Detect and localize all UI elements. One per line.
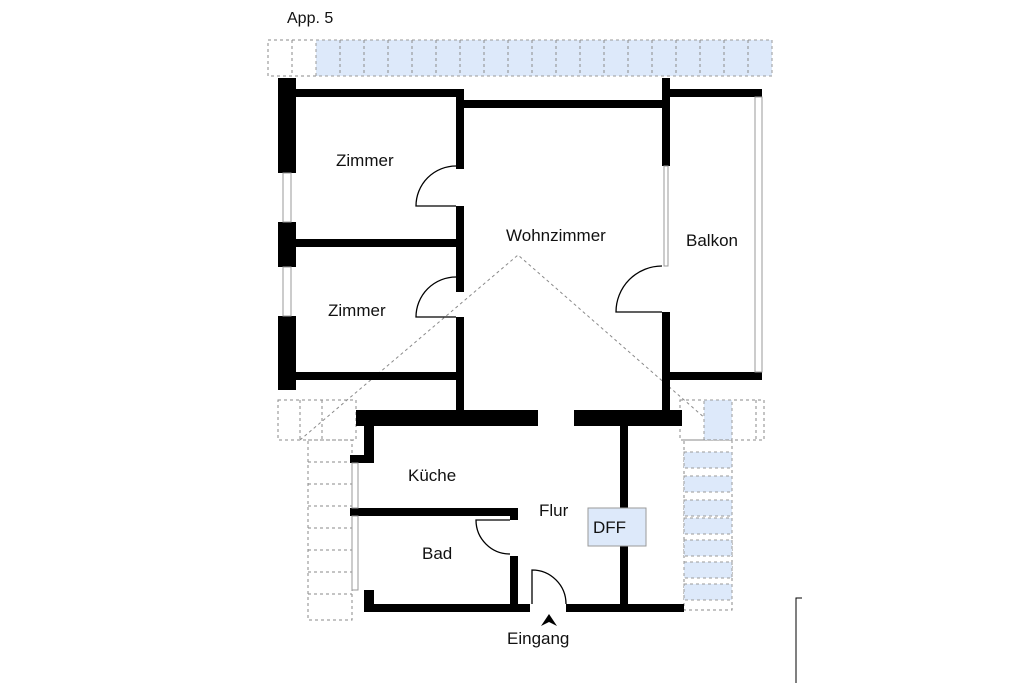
entrance-marker: Eingang xyxy=(507,614,569,648)
entrance-label: Eingang xyxy=(507,629,569,648)
room-label-kueche: Küche xyxy=(408,466,456,485)
bottom-right-mark xyxy=(795,597,802,683)
room-label-zimmer-1: Zimmer xyxy=(336,151,394,170)
dff-marker: DFF xyxy=(587,507,647,547)
roof-strip-left xyxy=(277,399,357,621)
windows xyxy=(282,96,763,591)
room-label-balkon: Balkon xyxy=(686,231,738,250)
entrance-arrow-icon xyxy=(541,614,557,626)
roof-solar-strip xyxy=(267,39,773,77)
room-label-flur: Flur xyxy=(539,501,569,520)
room-label-wohnzimmer: Wohnzimmer xyxy=(506,226,606,245)
room-label-zimmer-2: Zimmer xyxy=(328,301,386,320)
apartment-label: App. 5 xyxy=(287,10,333,27)
roof-strip-right xyxy=(679,399,765,611)
doors xyxy=(415,165,663,605)
dff-label: DFF xyxy=(593,518,626,537)
room-label-bad: Bad xyxy=(422,544,452,563)
